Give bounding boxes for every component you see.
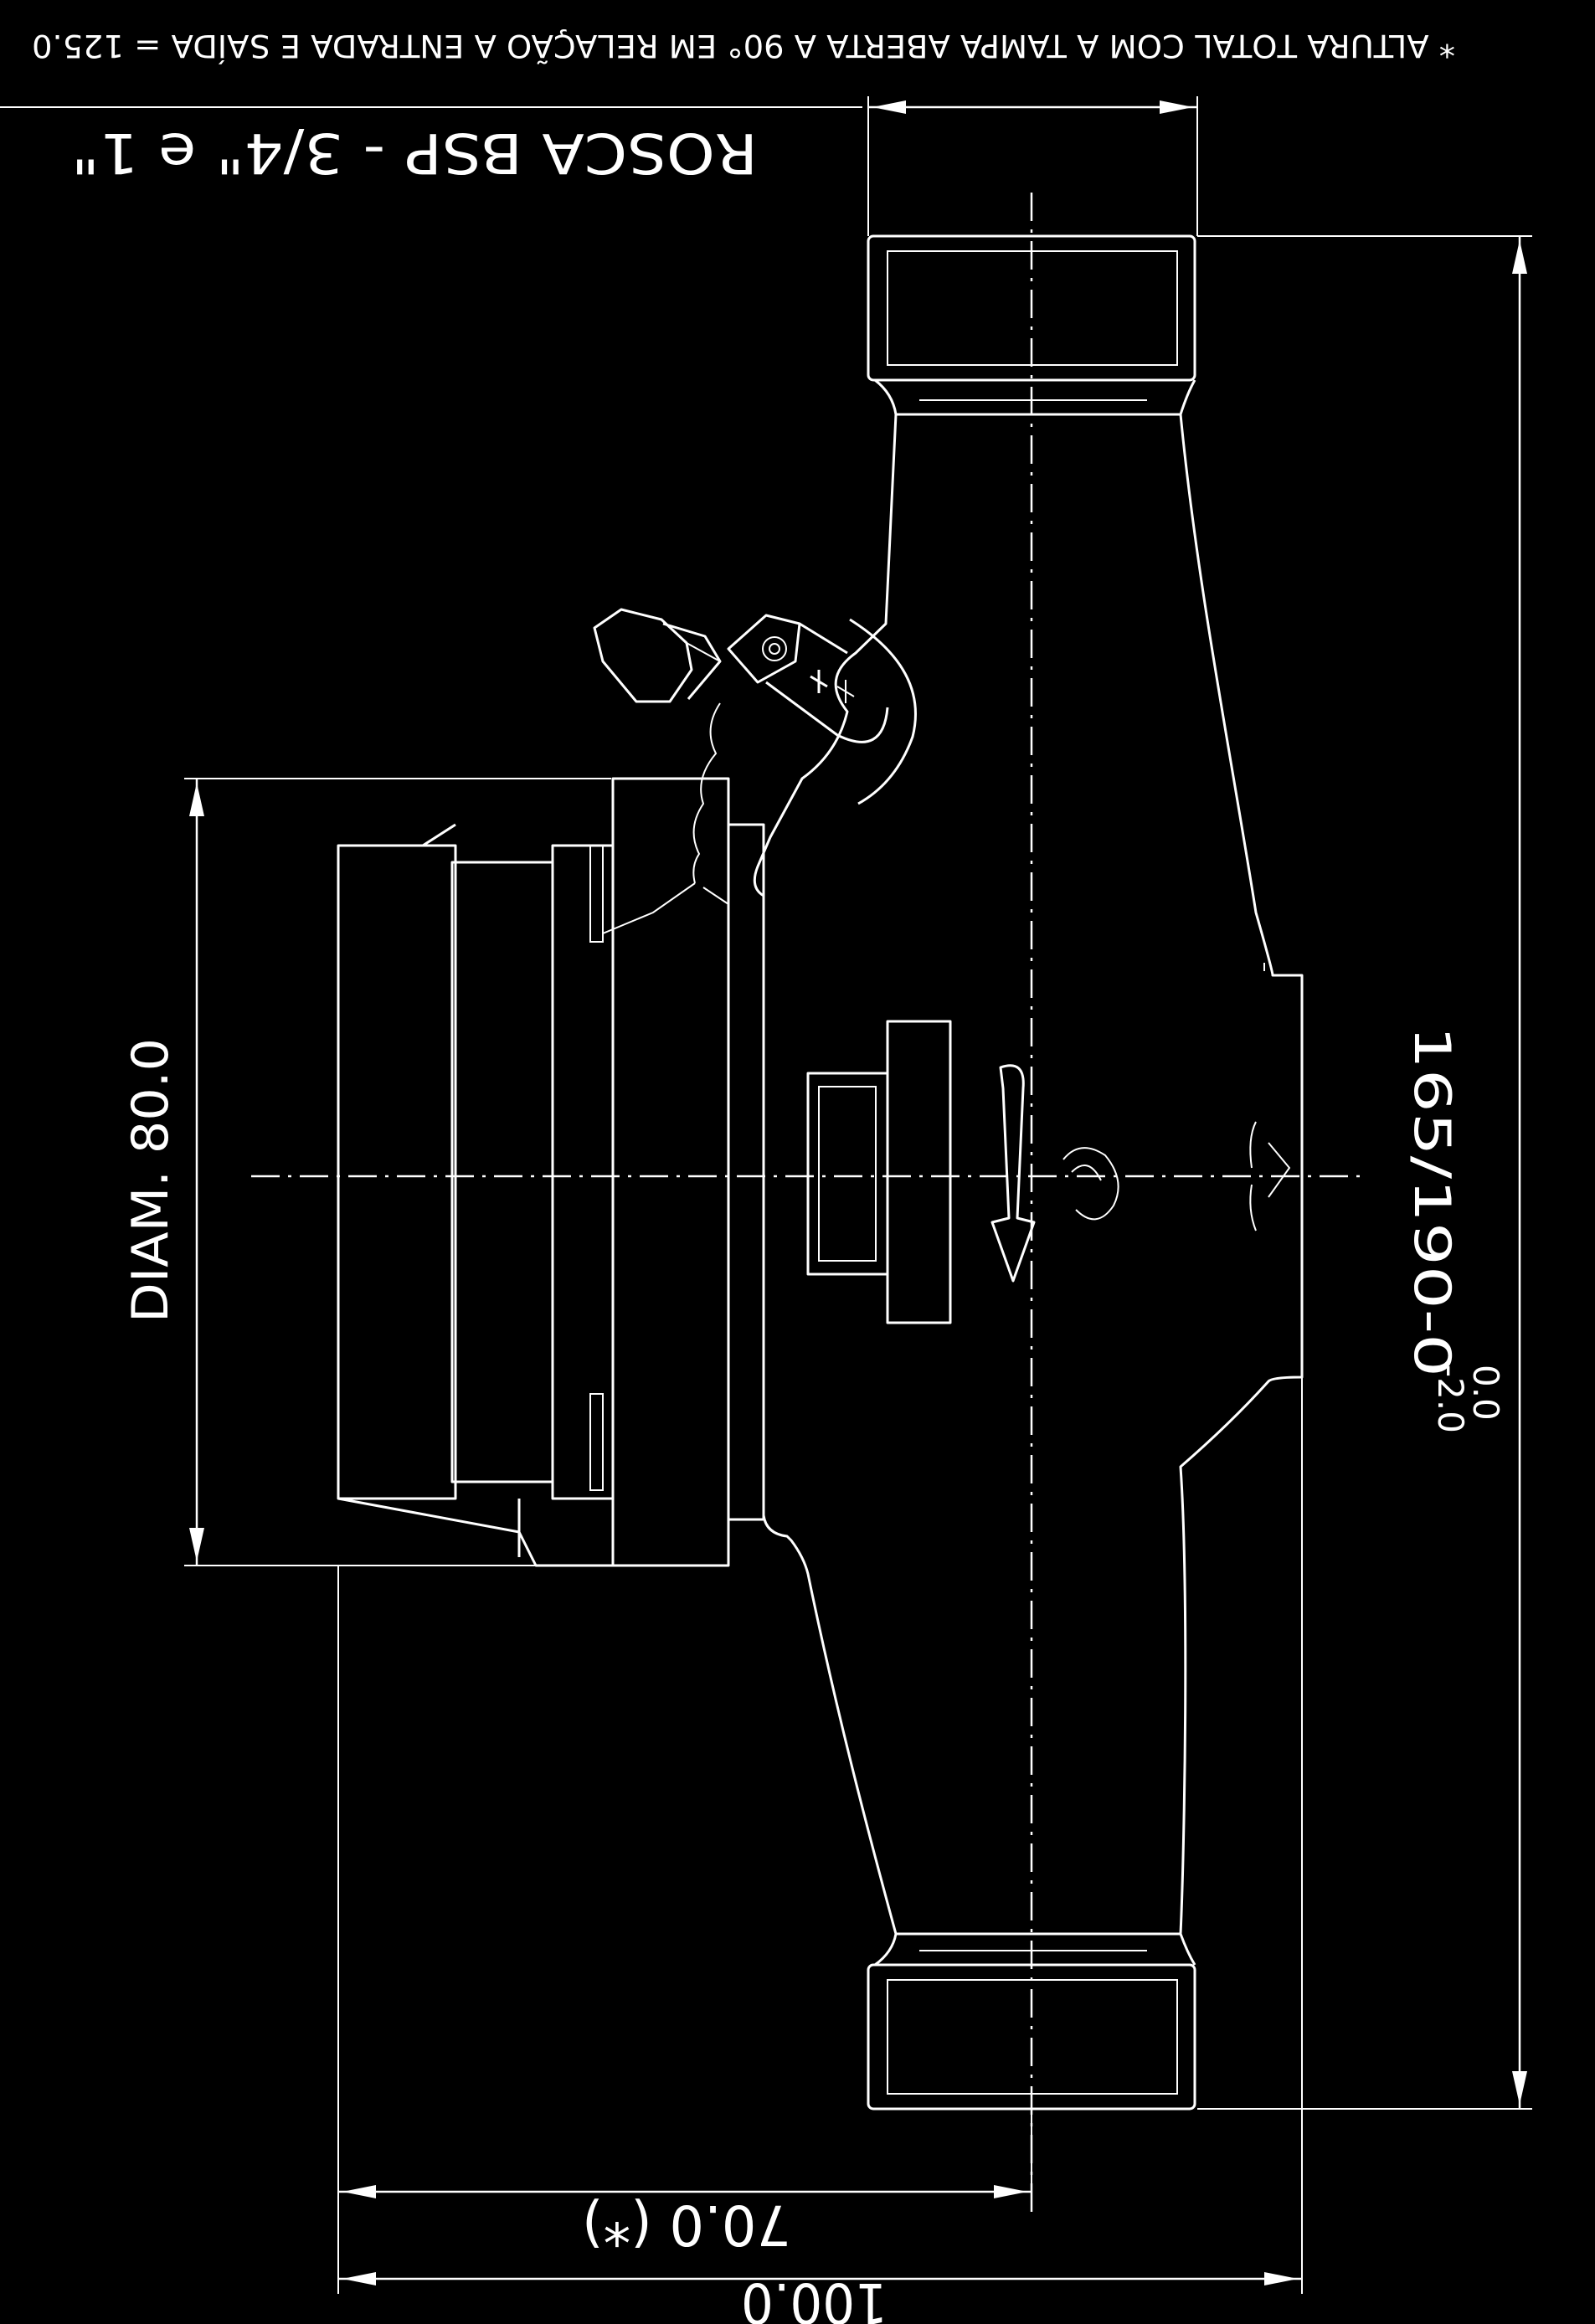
seal-plug-assembly [593,608,917,934]
length-dimension-label: 165/190-0 [1402,1026,1461,1377]
dimension-end-width [867,96,1198,236]
dimension-overall-length [1197,235,1532,2110]
note-total-height: * ALTURA TOTAL COM A TAMPA ABERTA A 90° … [32,28,1455,64]
length-tolerance-lower: -2.0 [1430,1365,1471,1433]
diameter-label: DIAM. 80.0 [121,1038,180,1323]
register-housing [337,777,765,1567]
thread-note: ROSCA BSP - 3/4" e 1" [71,121,758,185]
length-tolerance-upper: 0.0 [1465,1365,1506,1421]
dimension-heights [337,1377,1303,2294]
height-partial-label: 70.0 (*) [582,2193,791,2257]
meter-body [753,234,1304,2111]
dimension-diameter [184,778,728,1566]
flow-direction-plate [806,1020,1119,1324]
